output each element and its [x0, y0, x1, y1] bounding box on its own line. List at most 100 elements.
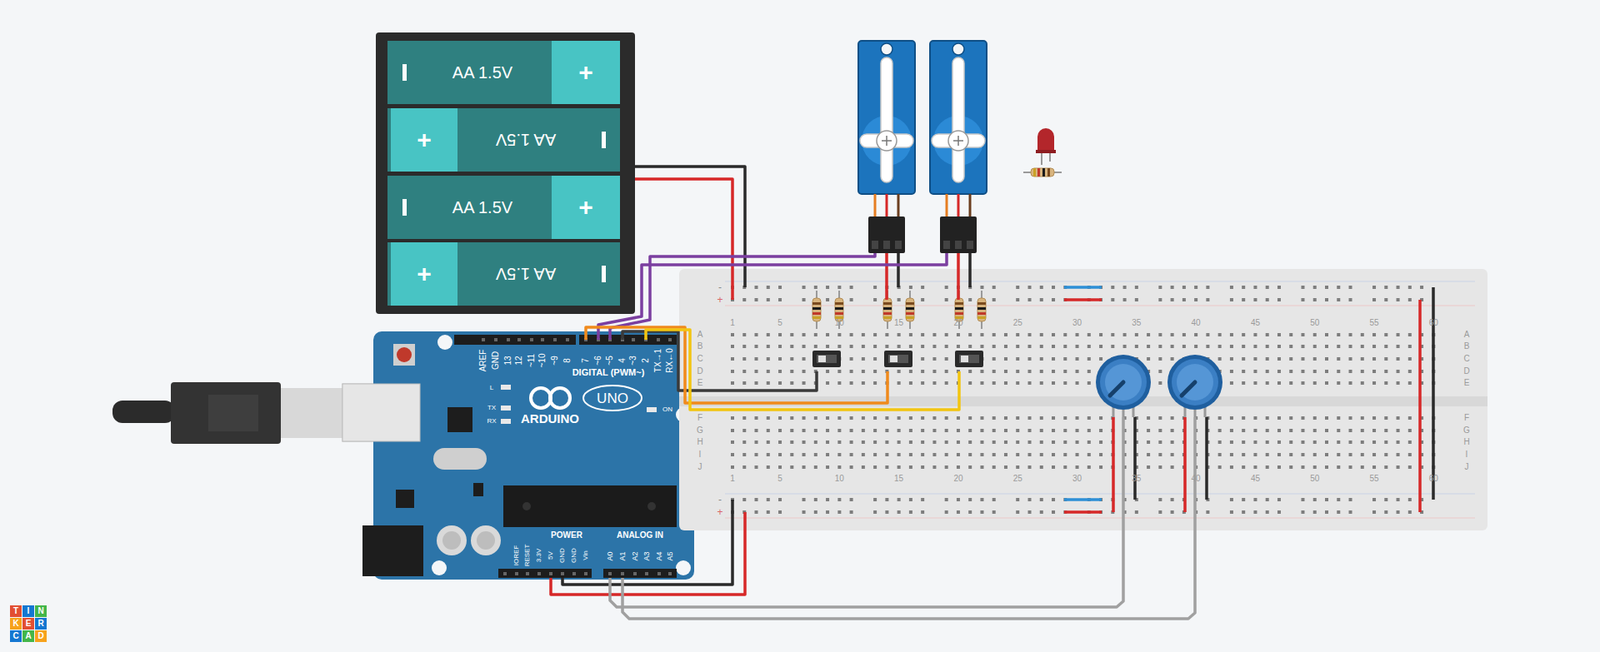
rail-hole	[755, 510, 759, 515]
breadboard-hole	[742, 465, 746, 470]
breadboard-hole	[897, 440, 901, 445]
breadboard-hole	[1075, 416, 1080, 420]
rail-hole	[1241, 498, 1245, 502]
breadboard-hole	[909, 345, 913, 349]
breadboard-hole	[825, 429, 830, 433]
breadboard-hole	[920, 416, 925, 420]
breadboard-hole	[1004, 333, 1008, 337]
breadboard-hole	[932, 465, 936, 470]
breadboard-hole	[885, 429, 889, 433]
breadboard-hole	[885, 453, 889, 457]
breadboard-hole	[1313, 333, 1317, 337]
header-pin	[549, 572, 553, 576]
breadboard-hole	[992, 370, 996, 374]
breadboard-hole	[850, 416, 854, 420]
breadboard-hole	[1349, 333, 1353, 337]
rail-hole	[825, 298, 830, 302]
breadboard-hole	[1265, 465, 1270, 470]
breadboard-hole	[1099, 345, 1103, 349]
breadboard-hole	[1408, 381, 1412, 385]
breadboard-hole	[861, 357, 865, 361]
breadboard-hole	[1040, 429, 1044, 433]
rail-sign: -	[718, 495, 722, 505]
rail-hole	[897, 510, 901, 515]
breadboard-hole	[1158, 370, 1162, 374]
header-pin	[631, 338, 635, 342]
rail-hole	[1158, 298, 1162, 302]
rail-hole	[1241, 285, 1245, 290]
rail-hole	[992, 298, 996, 302]
breadboard-hole	[1396, 333, 1400, 337]
battery-label: AA 1.5V	[452, 199, 513, 216]
breadboard-hole	[850, 345, 854, 349]
rail-hole	[1051, 498, 1055, 502]
breadboard-hole	[956, 465, 960, 470]
breadboard-hole	[1063, 429, 1067, 433]
column-number: 55	[1369, 319, 1379, 328]
rail-hole	[1265, 285, 1270, 290]
breadboard-hole	[1087, 357, 1091, 361]
breadboard-hole	[1075, 440, 1080, 445]
breadboard-hole	[909, 370, 913, 374]
breadboard-hole	[1218, 357, 1222, 361]
breadboard-hole	[1396, 370, 1400, 374]
breadboard-hole	[992, 453, 996, 457]
breadboard-hole	[992, 429, 996, 433]
breadboard-hole	[730, 357, 735, 361]
rail-hole	[1349, 285, 1353, 290]
breadboard-hole	[1028, 416, 1032, 420]
breadboard-hole	[1313, 453, 1317, 457]
breadboard-hole	[861, 370, 865, 374]
rail-hole	[1325, 510, 1329, 515]
breadboard-hole	[968, 416, 972, 420]
breadboard-hole	[1075, 357, 1080, 361]
rail-hole	[945, 510, 949, 515]
rail-hole	[1205, 298, 1210, 302]
breadboard-hole	[945, 357, 949, 361]
breadboard-hole	[802, 416, 806, 420]
column-number: 50	[1310, 475, 1320, 484]
breadboard-hole	[755, 370, 759, 374]
breadboard-hole	[1313, 465, 1317, 470]
column-number: 30	[1072, 475, 1082, 484]
breadboard-hole	[1360, 370, 1365, 374]
breadboard-hole	[1241, 440, 1245, 445]
breadboard-hole	[1265, 416, 1270, 420]
breadboard-hole	[1300, 381, 1305, 385]
breadboard-hole	[1313, 440, 1317, 445]
breadboard-hole	[755, 381, 759, 385]
rail-hole	[850, 298, 854, 302]
breadboard-hole	[909, 440, 913, 445]
breadboard-hole	[1063, 465, 1067, 470]
breadboard-hole	[802, 333, 806, 337]
rail-hole	[1253, 498, 1257, 502]
breadboard-hole	[1075, 370, 1080, 374]
breadboard-hole	[1360, 357, 1365, 361]
breadboard-hole	[850, 381, 854, 385]
pin-label: ~5	[605, 355, 615, 365]
breadboard-hole	[1028, 381, 1032, 385]
breadboard-hole	[850, 333, 854, 337]
rail-hole	[1015, 498, 1020, 502]
rail-hole	[1372, 298, 1376, 302]
breadboard-hole	[1360, 465, 1365, 470]
rail-hole	[1372, 498, 1376, 502]
breadboard-hole	[920, 465, 925, 470]
breadboard-hole	[1360, 333, 1365, 337]
breadboard-hole	[755, 440, 759, 445]
breadboard-hole	[932, 357, 936, 361]
column-number: 1	[730, 319, 735, 328]
breadboard-hole	[1218, 453, 1222, 457]
breadboard-hole	[1265, 429, 1270, 433]
breadboard-hole	[1158, 453, 1162, 457]
rail-hole	[1265, 498, 1270, 502]
row-letter: C	[696, 355, 703, 364]
breadboard-hole	[1158, 333, 1162, 337]
breadboard-hole	[814, 453, 818, 457]
row-letter: H	[1463, 438, 1470, 447]
rail-hole	[778, 298, 782, 302]
breadboard-hole	[1146, 465, 1150, 470]
breadboard-hole	[825, 416, 830, 420]
breadboard-hole	[790, 453, 794, 457]
